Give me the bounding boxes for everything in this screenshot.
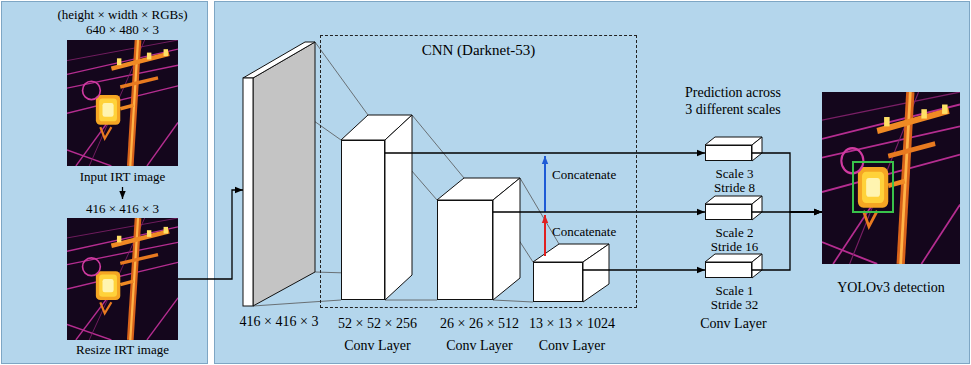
node-text: Resize IRT image — [76, 342, 169, 357]
section-heading: Prediction across 3 different scales — [683, 84, 784, 118]
connector-arrow — [493, 211, 705, 212]
caption-block: 52 × 52 × 256Conv Layer — [342, 313, 413, 357]
thermal-image — [822, 92, 960, 264]
scale-box: Scale 1 Stride 32 — [705, 262, 752, 278]
input-slab — [243, 42, 315, 306]
node-text: 416 × 416 × 3 — [86, 201, 159, 216]
node-text: (height × width × RGBs) — [57, 7, 187, 22]
connector-arrow — [178, 190, 243, 279]
thermal-image — [67, 218, 178, 340]
caption-block: 13 × 13 × 1024Conv Layer — [534, 313, 610, 357]
conv-layer-box: 26 × 26 × 512Conv Layer — [437, 200, 493, 300]
node-text: Conv Layer — [344, 335, 410, 357]
node-text: Scale 2 Stride 16 — [705, 226, 765, 254]
node-text: YOLOv3 detection — [837, 280, 945, 296]
node-text: 416 × 416 × 3 — [240, 314, 319, 330]
conv-layer-box: 52 × 52 × 256Conv Layer — [341, 140, 385, 300]
left-panel — [2, 2, 208, 364]
connector-arrow — [385, 152, 705, 153]
thermal-image-node: (height × width × RGBs)640 × 480 × 3 Inpu… — [22, 7, 223, 187]
thermal-image-node: 416 × 416 × 3 Resize IRT image — [67, 199, 178, 357]
node-text: CNN (Darknet-53) — [422, 41, 536, 59]
node-text: 640 × 480 × 3 — [86, 22, 159, 37]
input-volume: 416 × 416 × 3 — [243, 42, 315, 306]
perspective-lines — [253, 42, 559, 306]
scale-box: Scale 3 Stride 8 — [705, 145, 752, 161]
node-text: 13 × 13 × 1024 — [529, 313, 615, 335]
connector-arrow — [752, 212, 822, 270]
caption-block: YOLOv3 detection — [822, 280, 960, 296]
node-text: Conv Layer — [539, 335, 605, 357]
node-text: Input IRT image — [80, 169, 166, 184]
conv-layer-box: 13 × 13 × 1024Conv Layer — [533, 262, 583, 302]
concat-arrow — [544, 156, 546, 212]
node-text: 52 × 52 × 256 — [338, 313, 417, 335]
scale-box: Scale 2 Stride 16 — [705, 204, 752, 220]
detection-image-node: YOLOv3 detection — [822, 92, 960, 264]
caption-block: Scale 1 Stride 32 — [705, 284, 765, 312]
node-text: Scale 3 Stride 8 — [705, 167, 765, 195]
node-text: 26 × 26 × 512 — [440, 313, 519, 335]
thermal-image — [67, 40, 178, 166]
caption-block: 416 × 416 × 3 — [243, 314, 315, 330]
detection-box — [853, 162, 893, 212]
concat-label: Concatenate — [552, 224, 616, 239]
node-text: Conv Layer — [446, 335, 512, 357]
node-text: Scale 1 Stride 32 — [705, 284, 765, 312]
caption-block: 26 × 26 × 512Conv Layer — [438, 313, 521, 357]
concat-arrow — [544, 215, 546, 256]
connector-arrow — [752, 153, 822, 212]
concat-label: Concatenate — [552, 167, 616, 182]
connector-arrow — [122, 187, 123, 199]
caption-block: Scale 2 Stride 16 — [705, 226, 765, 254]
image-slot — [67, 40, 178, 166]
caption-block: CNN (Darknet-53) — [321, 41, 636, 59]
layer-caption: Conv Layer — [694, 316, 774, 332]
right-panel — [215, 2, 970, 364]
caption-block: Scale 3 Stride 8 — [705, 167, 765, 195]
connector-arrow — [583, 269, 705, 270]
prism-faces — [341, 115, 762, 302]
image-slot — [67, 218, 178, 340]
